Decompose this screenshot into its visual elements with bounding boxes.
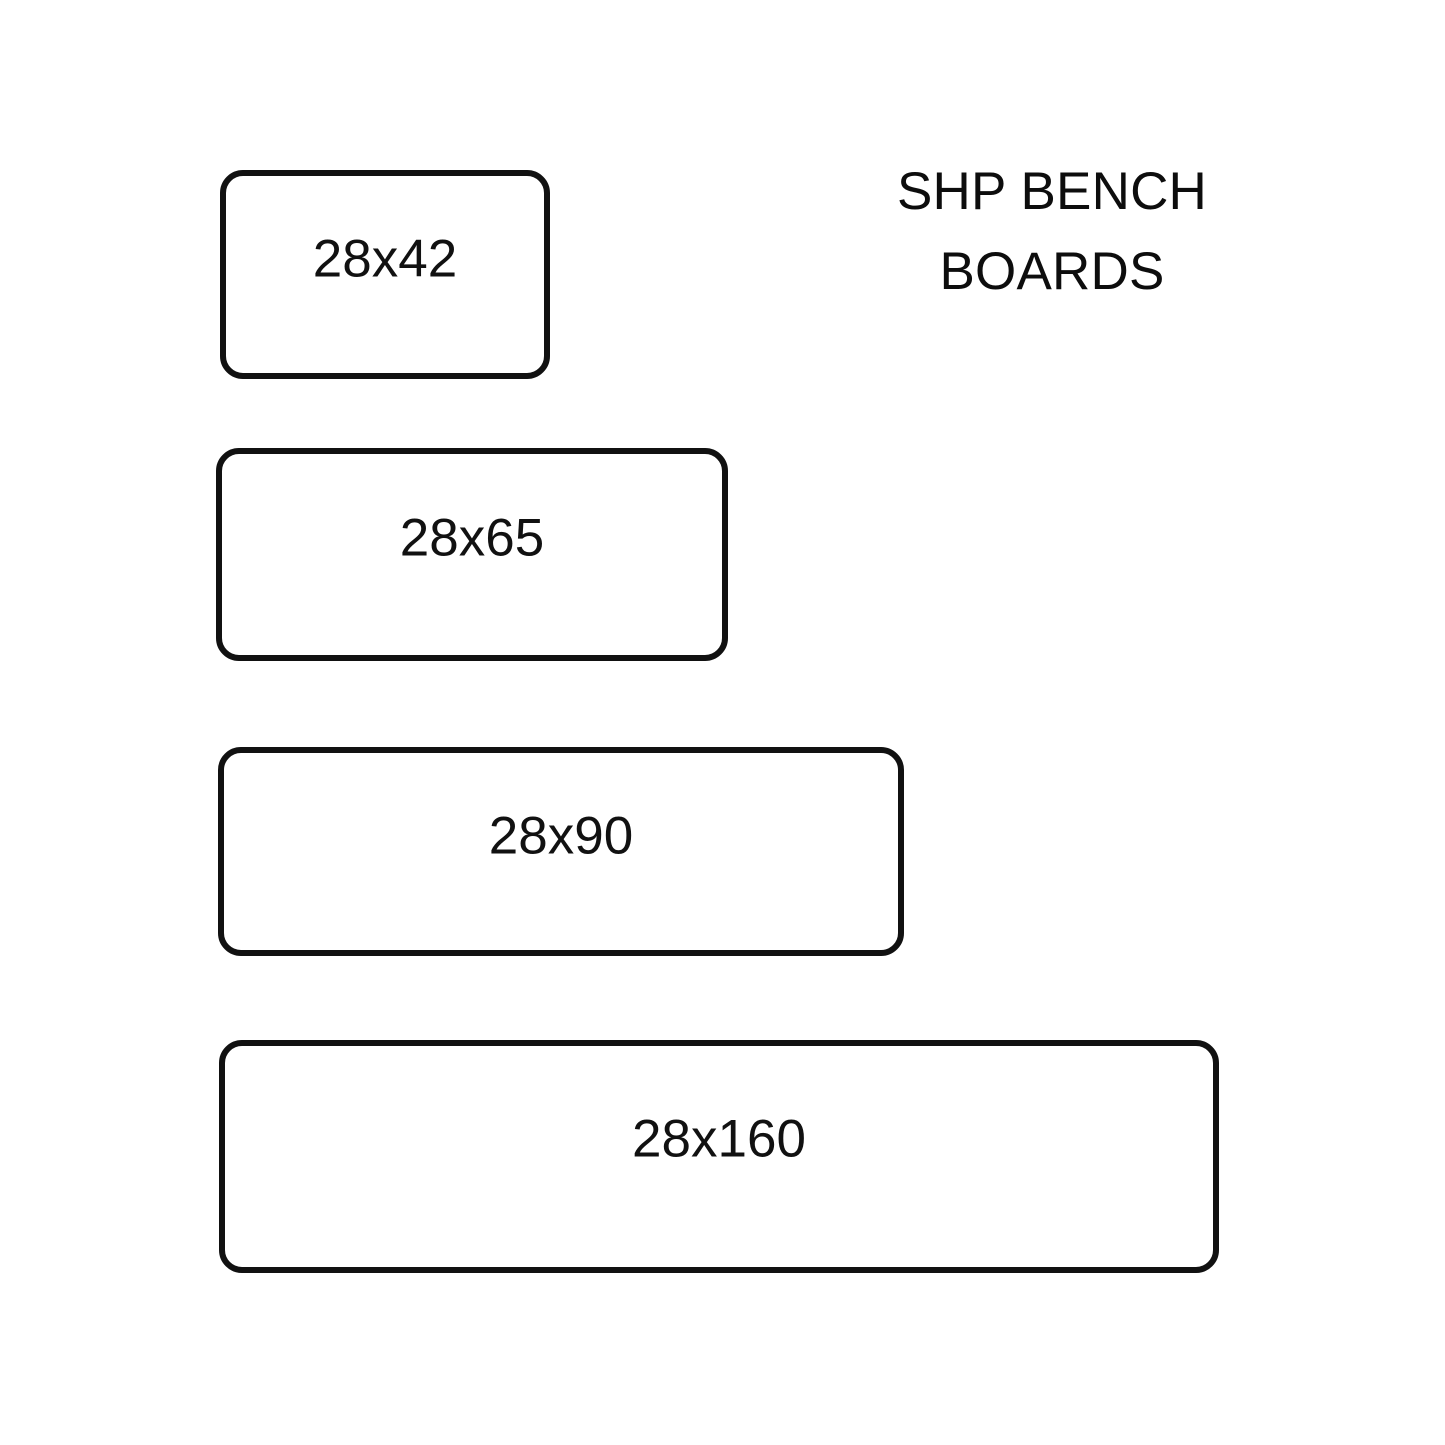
board-rect-28x160[interactable]: 28x160 xyxy=(219,1040,1219,1273)
title-line-1: SHP BENCH xyxy=(896,162,1208,221)
board-label-28x160: 28x160 xyxy=(632,1109,806,1169)
title-line-2: BOARDS xyxy=(939,242,1165,301)
board-rect-28x65[interactable]: 28x65 xyxy=(216,448,728,661)
board-rect-28x42[interactable]: 28x42 xyxy=(220,170,550,379)
board-rect-28x90[interactable]: 28x90 xyxy=(218,747,904,956)
board-label-28x65: 28x65 xyxy=(399,508,545,568)
board-label-28x90: 28x90 xyxy=(488,806,634,866)
page-title: SHP BENCH BOARDS xyxy=(832,152,1272,312)
board-label-28x42: 28x42 xyxy=(312,229,458,289)
